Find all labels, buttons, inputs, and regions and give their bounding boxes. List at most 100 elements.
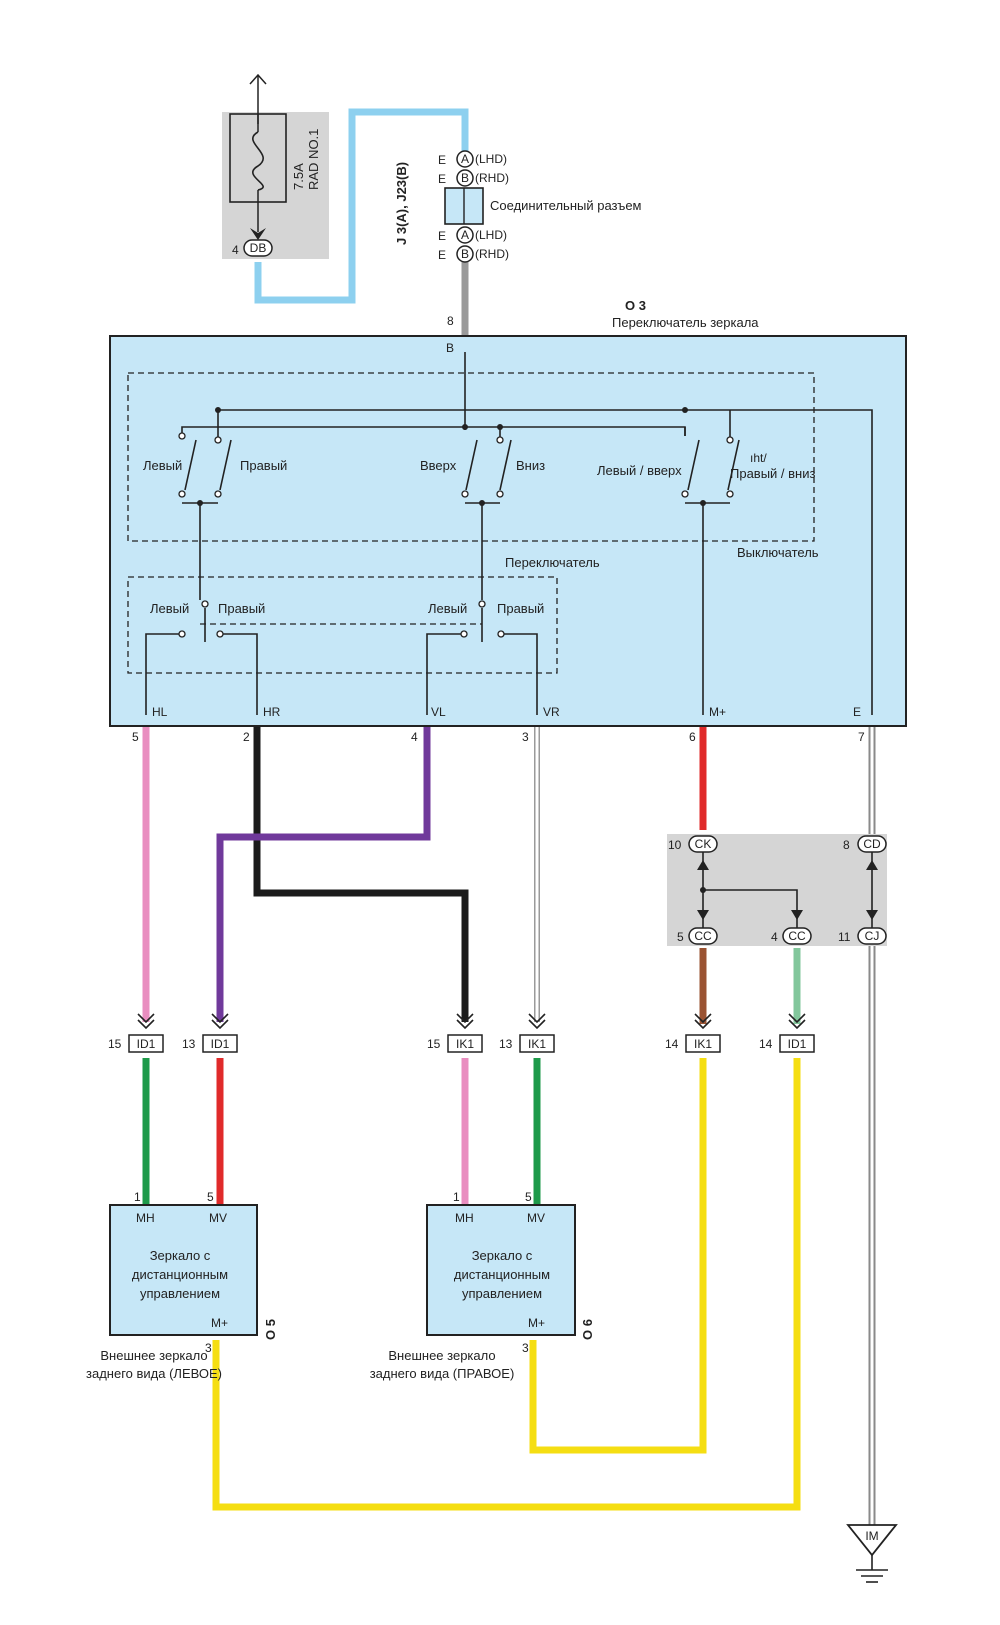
svg-text:M+: M+ <box>211 1316 228 1330</box>
connector-chevrons <box>137 1013 806 1030</box>
svg-text:(RHD): (RHD) <box>475 247 509 261</box>
svg-text:E: E <box>438 153 446 167</box>
label-select-left: Левый <box>143 458 182 473</box>
svg-text:11: 11 <box>838 930 851 944</box>
label-select-right: Правый <box>240 458 287 473</box>
terminal-e: E 7 <box>853 705 865 744</box>
svg-text:3: 3 <box>522 1341 529 1355</box>
connector-ik1-13: 13 IK1 <box>499 1034 555 1053</box>
svg-text:MH: MH <box>136 1211 155 1225</box>
junction-label: Соединительный разъем <box>490 198 642 213</box>
svg-text:O 6: O 6 <box>580 1319 595 1340</box>
splice-cc-4: 4 CC <box>771 927 812 945</box>
svg-text:E: E <box>853 705 861 719</box>
switch-id: O 3 <box>625 298 646 313</box>
wire-light-blue <box>254 108 469 304</box>
connector-ik1-14: 14 IK1 <box>665 1034 721 1053</box>
svg-text:управлением: управлением <box>140 1286 220 1301</box>
fuse-box <box>222 112 329 259</box>
svg-text:CC: CC <box>788 929 806 943</box>
switch-panel <box>109 335 907 727</box>
splice-arrows <box>697 860 878 920</box>
svg-text:3: 3 <box>205 1341 212 1355</box>
ground-symbol: IM <box>846 1524 898 1583</box>
label-sel-left-b: Левый <box>428 601 467 616</box>
terminal-mplus: M+ 6 <box>689 705 726 744</box>
label-selector: Переключатель <box>505 555 600 570</box>
junction-top-a: E A (LHD) <box>438 150 507 168</box>
switch-title: Переключатель зеркала <box>612 315 759 330</box>
svg-text:M+: M+ <box>709 705 726 719</box>
svg-text:CC: CC <box>694 929 712 943</box>
terminal-vl: VL 4 <box>411 705 446 744</box>
svg-text:IK1: IK1 <box>456 1037 474 1051</box>
svg-text:4: 4 <box>771 930 778 944</box>
junction-top-b: E B (RHD) <box>438 169 509 187</box>
svg-text:O 5: O 5 <box>263 1319 278 1340</box>
switch-contacts <box>178 432 734 638</box>
junction-bottom-a: E A (LHD) <box>438 226 507 244</box>
svg-text:(RHD): (RHD) <box>475 171 509 185</box>
breaker-dashed-box <box>127 372 815 542</box>
svg-text:14: 14 <box>665 1037 679 1051</box>
connector-badge <box>243 239 273 257</box>
svg-text:CK: CK <box>695 837 712 851</box>
fuse-connector: DB <box>250 241 267 255</box>
connector-ik1-15: 15 IK1 <box>427 1034 483 1053</box>
svg-text:ID1: ID1 <box>788 1037 807 1051</box>
svg-text:13: 13 <box>182 1037 196 1051</box>
svg-text:заднего вида (ПРАВОЕ): заднего вида (ПРАВОЕ) <box>370 1366 515 1381</box>
svg-text:A: A <box>461 152 469 166</box>
svg-text:15: 15 <box>108 1037 122 1051</box>
label-up: Вверх <box>420 458 457 473</box>
svg-text:E: E <box>438 229 446 243</box>
svg-text:MV: MV <box>209 1211 227 1225</box>
wire-yellow-o5 <box>212 1058 801 1511</box>
svg-text:1: 1 <box>453 1190 460 1204</box>
label-sel-left-a: Левый <box>150 601 189 616</box>
svg-text:HR: HR <box>263 705 281 719</box>
fuse-icon <box>252 131 264 191</box>
connector-id1-14: 14 ID1 <box>759 1034 815 1053</box>
svg-text:(LHD): (LHD) <box>475 228 507 242</box>
fuse-rating: 7.5A <box>291 163 306 190</box>
svg-text:ID1: ID1 <box>211 1037 230 1051</box>
switch-in-term: B <box>446 341 454 355</box>
junction-id: J 3(A), J23(B) <box>394 162 409 245</box>
svg-text:Зеркало с: Зеркало с <box>150 1248 211 1263</box>
svg-text:15: 15 <box>427 1037 441 1051</box>
terminal-hr: HR 2 <box>243 705 281 744</box>
switch-in-pin: 8 <box>447 314 454 328</box>
svg-text:B: B <box>461 171 469 185</box>
switch-internal-wiring <box>145 352 873 715</box>
svg-text:1: 1 <box>134 1190 141 1204</box>
svg-text:4: 4 <box>411 730 418 744</box>
svg-text:14: 14 <box>759 1037 773 1051</box>
connector-id1-15: 15 ID1 <box>108 1034 164 1053</box>
terminal-hl: HL 5 <box>132 705 168 744</box>
svg-text:заднего вида (ЛЕВОЕ): заднего вида (ЛЕВОЕ) <box>86 1366 222 1381</box>
wire-black-hr <box>253 727 469 1022</box>
svg-text:IM: IM <box>865 1529 878 1543</box>
svg-text:VL: VL <box>431 705 446 719</box>
svg-text:HL: HL <box>152 705 168 719</box>
label-right-down-mark: ıht/ <box>750 451 767 465</box>
svg-text:IK1: IK1 <box>528 1037 546 1051</box>
connector-id1-13: 13 ID1 <box>182 1034 238 1053</box>
svg-text:M+: M+ <box>528 1316 545 1330</box>
svg-text:5: 5 <box>525 1190 532 1204</box>
label-sel-right-b: Правый <box>497 601 544 616</box>
svg-text:5: 5 <box>677 930 684 944</box>
junction-dots <box>197 407 706 506</box>
splice-cj: 11 CJ <box>838 927 887 945</box>
arrow-down-icon <box>250 228 266 240</box>
svg-text:CJ: CJ <box>865 929 880 943</box>
svg-text:A: A <box>461 228 469 242</box>
label-left-up: Левый / вверх <box>597 463 682 478</box>
svg-text:B: B <box>461 247 469 261</box>
wire-yellow-o6 <box>529 1058 707 1454</box>
svg-text:5: 5 <box>132 730 139 744</box>
svg-text:дистанционным: дистанционным <box>454 1267 550 1282</box>
label-right-down: Правый / вниз <box>730 466 815 481</box>
